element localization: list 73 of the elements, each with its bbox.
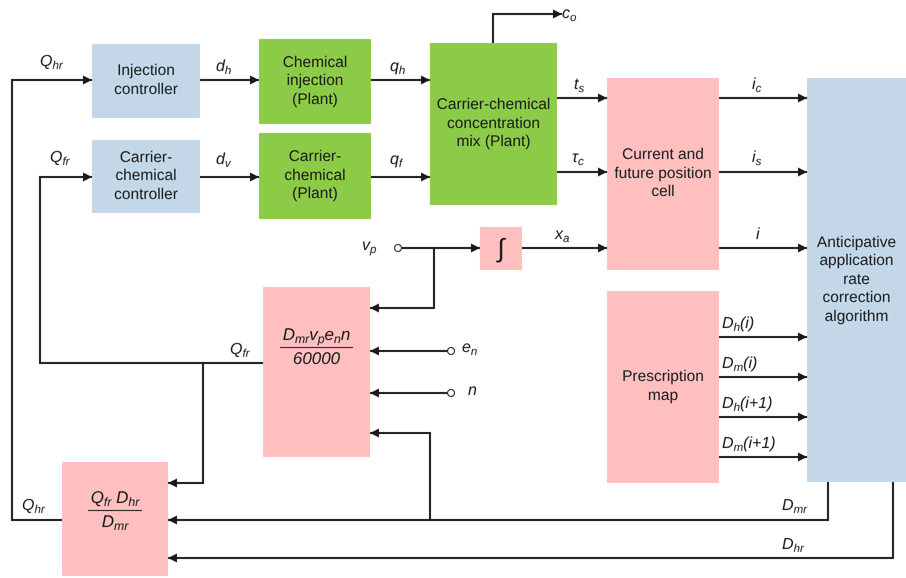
signal-label: v$_{p}$ [362, 236, 376, 256]
signal-label: Q$_{fr}$ [230, 340, 250, 360]
block-title: Anticipative application rate correction algorithm [816, 234, 898, 326]
signal-arrow [719, 332, 807, 342]
edge-label: Q$_{fr}$ [50, 148, 70, 168]
signal-arrow [168, 482, 894, 562]
edge-label: i [756, 225, 760, 244]
signal-label: e$_{n}$ [462, 338, 478, 358]
signal-arrow [719, 452, 807, 462]
process-block [807, 78, 906, 482]
block-title: Carrier-chemical controller [113, 148, 179, 204]
block-title: Chemical injection (Plant) [282, 54, 348, 110]
process-block [430, 43, 557, 205]
formula-block [263, 287, 370, 457]
signal-arrow [719, 94, 807, 102]
signal-arrow [492, 10, 562, 43]
edge-label: d$_{h}$ [216, 57, 232, 76]
edge-label: q$_{h}$ [390, 57, 406, 76]
formula-block [62, 462, 168, 576]
block-title: Prescription map [621, 368, 705, 406]
edge-label: τ$_{c}$ [572, 148, 584, 168]
process-block [259, 39, 371, 124]
signal-arrow [522, 244, 607, 252]
edge-label: i$_{c}$ [752, 75, 762, 94]
signal-arrow [371, 76, 430, 84]
edge-label: Q$_{hr}$ [40, 52, 63, 72]
signal-arrow [11, 76, 92, 521]
block-title: Carrier-chemical concentration mix (Plant) [436, 96, 552, 152]
edge-label: q$_{f}$ [390, 150, 402, 170]
edge-label: t$_{s}$ [574, 75, 584, 94]
input-terminal [447, 347, 455, 355]
edge-label: D$_{m}$(i) [722, 354, 758, 374]
signal-arrow [719, 168, 807, 176]
signal-arrow [557, 94, 607, 102]
process-block [259, 133, 371, 219]
signal-label: n [468, 381, 477, 400]
integral-sign: ∫ [497, 232, 505, 264]
edge-label: d$_{v}$ [216, 150, 231, 170]
process-block [92, 140, 200, 213]
process-block [92, 44, 200, 118]
formula-denominator: 60000 [292, 348, 342, 370]
signal-label: Q$_{hr}$ [22, 496, 45, 516]
block-title: Carrier-chemical (Plant) [283, 148, 347, 204]
input-terminal [394, 244, 402, 252]
input-terminal [447, 389, 455, 397]
process-block [607, 291, 719, 483]
signal-arrow [719, 372, 807, 382]
integrator-block [480, 227, 522, 270]
formula-numerator: Q$_{fr}$ D$_{hr}$ [88, 487, 142, 510]
signal-arrow [200, 76, 259, 84]
edge-label: D$_{h}$(i) [722, 314, 754, 334]
signal-arrow [370, 428, 829, 521]
process-block [607, 78, 719, 270]
edge-label: D$_{mr}$ [782, 496, 807, 516]
signal-arrow [557, 168, 607, 176]
signal-arrow [370, 388, 447, 398]
block-title: Injection controller [113, 62, 179, 100]
formula-numerator: D$_{mr}$v$_{p}$e$_{n}$n [280, 324, 354, 348]
signal-label: c$_{o}$ [562, 4, 576, 24]
signal-arrow [168, 362, 263, 488]
signal-arrow [719, 412, 807, 422]
signal-arrow [370, 247, 435, 312]
edge-label: D$_{h}$(i+1) [722, 394, 772, 414]
edge-label: i$_{s}$ [752, 148, 762, 168]
formula-denominator: D$_{mr}$ [100, 510, 130, 533]
signal-arrow [371, 172, 430, 182]
edge-label: x$_{a}$ [555, 225, 570, 244]
signal-arrow [719, 244, 807, 252]
signal-arrow [200, 172, 259, 182]
block-title: Current and future position cell [613, 146, 713, 202]
edge-label: D$_{hr}$ [782, 535, 804, 554]
signal-arrow [370, 346, 447, 356]
edge-label: D$_{m}$(i+1) [722, 434, 776, 454]
